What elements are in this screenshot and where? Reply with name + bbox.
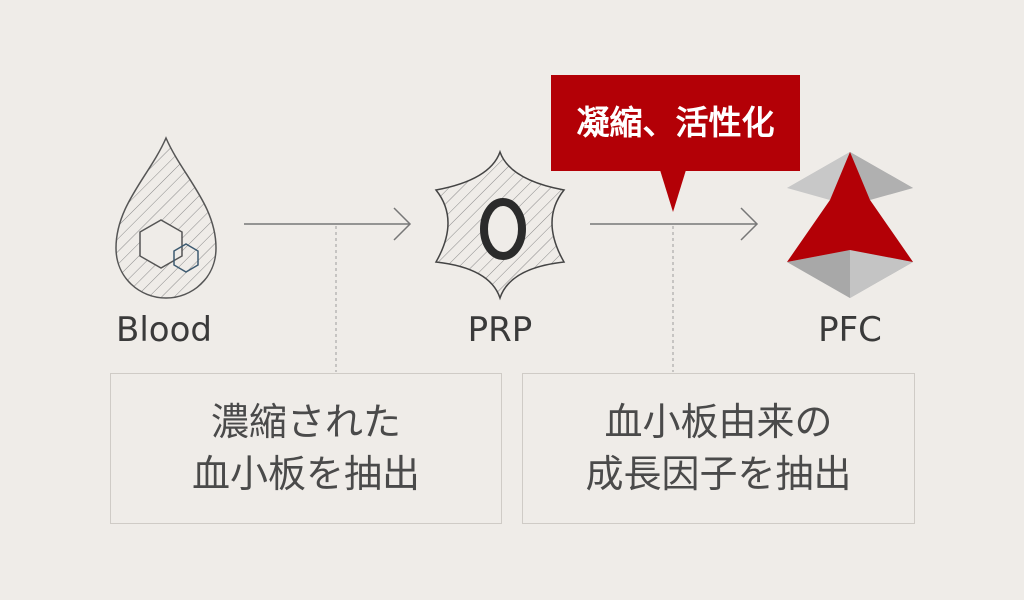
step-2-line-2: 成長因子を抽出 <box>585 452 852 496</box>
step-2-line-1: 血小板由来の <box>604 400 833 444</box>
blood-drop-icon <box>115 136 217 299</box>
pfc-hexagon-icon <box>787 152 913 298</box>
step-1-line-2: 血小板を抽出 <box>191 452 420 496</box>
node-label-blood: Blood <box>116 310 212 350</box>
callout-pointer <box>660 170 686 212</box>
arrow-prp-to-pfc <box>590 207 759 241</box>
step-box-2: 血小板由来の 成長因子を抽出 <box>522 373 915 524</box>
step-box-1: 濃縮された 血小板を抽出 <box>110 373 502 524</box>
arrow-blood-to-prp <box>244 207 412 241</box>
node-label-pfc: PFC <box>818 310 882 350</box>
step-1-line-1: 濃縮された <box>210 400 401 444</box>
platelet-icon <box>434 149 566 301</box>
node-label-prp: PRP <box>467 310 533 350</box>
callout-concentrate-activate: 凝縮、活性化 <box>551 75 800 171</box>
